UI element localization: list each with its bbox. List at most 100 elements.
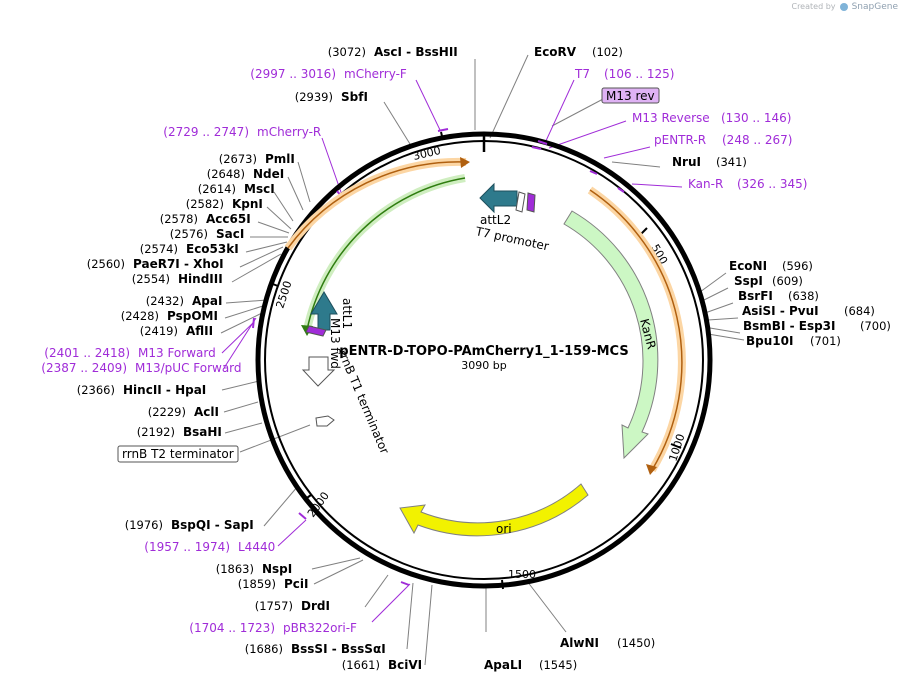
site-alwni-name[interactable]: AlwNI <box>560 636 599 650</box>
site-econi-name[interactable]: EcoNI <box>729 259 767 273</box>
site-paer7i-xhoi-name[interactable]: PaeR7I - XhoI <box>133 257 224 271</box>
site-acc65i-name[interactable]: Acc65I <box>206 212 251 226</box>
rrnb-t1-feature[interactable] <box>301 356 336 387</box>
primer-mcherry-r-name[interactable]: mCherry-R <box>257 125 321 139</box>
primer-m13-forward-name[interactable]: M13 Forward <box>138 346 216 360</box>
primer-pbr322ori-f-name[interactable]: pBR322ori-F <box>283 621 357 635</box>
primer-pbr322ori-f-range: (1704 .. 1723) <box>189 621 275 635</box>
orf-arc-right-line <box>589 189 683 471</box>
credit-prefix: Created by <box>791 2 836 11</box>
site-asci-bsshii-pos: (3072) <box>328 45 366 59</box>
tick-label-3000: 3000 <box>412 144 442 163</box>
site-apai-pos: (2432) <box>146 294 184 308</box>
site-asci-bsshii-name[interactable]: AscI - BssHII <box>374 45 458 59</box>
site-sspi-pos: (609) <box>772 274 803 288</box>
primer-kan-r-name[interactable]: Kan-R <box>688 177 723 191</box>
primer-kan-r-range: (326 .. 345) <box>737 177 807 191</box>
site-sspi-name[interactable]: SspI <box>734 274 763 288</box>
site-sbfi-name[interactable]: SbfI <box>341 90 368 104</box>
site-acli-name[interactable]: AclI <box>194 405 219 419</box>
m13-rev-box-label: M13 rev <box>606 89 655 103</box>
snapgene-logo-icon <box>840 2 849 11</box>
site-nspi-name[interactable]: NspI <box>262 562 292 576</box>
primer-pentr-r-range: (248 .. 267) <box>722 133 792 147</box>
site-bsssi-name[interactable]: BssSI - BssSαI <box>291 642 386 656</box>
t7-promoter-label: T7 promoter <box>473 224 550 253</box>
site-bsahi-name[interactable]: BsaHI <box>183 425 222 439</box>
left-leader-lines <box>220 59 476 666</box>
site-ndei-name[interactable]: NdeI <box>253 167 284 181</box>
site-alwni-pos: (1450) <box>617 636 655 650</box>
attl2-feature[interactable] <box>479 182 518 214</box>
site-ecorv-pos: (102) <box>592 45 623 59</box>
site-eco53ki-name[interactable]: Eco53kI <box>186 242 239 256</box>
site-bsmbi-esp3i-name[interactable]: BsmBI - Esp3I <box>743 319 835 333</box>
attl2-label: attL2 <box>480 213 511 227</box>
backbone-outer <box>255 131 713 589</box>
primer-t7-name[interactable]: T7 <box>574 67 590 81</box>
primer-m13-reverse-name[interactable]: M13 Reverse <box>632 111 710 125</box>
position-ticks <box>269 131 682 590</box>
m13-fwd-label: M13 fwd <box>328 318 342 369</box>
site-aflii-name[interactable]: AflII <box>186 324 213 338</box>
site-krui-name[interactable]: NruI <box>672 155 701 169</box>
left-site-labels: (3072) AscI - BssHII (2939) SbfI (2673) … <box>77 45 458 672</box>
site-drdi-pos: (1757) <box>255 599 293 613</box>
rrnb-t1-label: rrnB T1 terminator <box>335 348 392 456</box>
site-pmli-pos: (2673) <box>219 152 257 166</box>
site-bspqi-sapi-name[interactable]: BspQI - SapI <box>171 518 254 532</box>
credit: Created by SnapGene <box>791 2 898 12</box>
site-paer7i-xhoi-pos: (2560) <box>87 257 125 271</box>
right-site-labels: EcoRV (102) NruI (341) EcoNI (596) SspI … <box>484 45 891 672</box>
site-hincii-hpai-name[interactable]: HincII - HpaI <box>123 383 206 397</box>
site-bsrfi-name[interactable]: BsrFI <box>738 289 773 303</box>
primer-pentr-r-name[interactable]: pENTR-R <box>654 133 706 147</box>
site-hindiii-name[interactable]: HindIII <box>178 272 223 286</box>
site-nspi-pos: (1863) <box>216 562 254 576</box>
credit-brand: SnapGene <box>851 2 898 12</box>
site-msci-name[interactable]: MscI <box>244 182 275 196</box>
primer-mcherry-f-name[interactable]: mCherry-F <box>344 67 407 81</box>
site-aflii-pos: (2419) <box>140 324 178 338</box>
primer-m13-puc-forward-range: (2387 .. 2409) <box>41 361 127 375</box>
ori-feature[interactable] <box>399 483 589 537</box>
site-ndei-pos: (2648) <box>207 167 245 181</box>
rrnb-t2-box[interactable] <box>117 445 239 463</box>
site-hindiii-pos: (2554) <box>132 272 170 286</box>
site-pspomi-name[interactable]: PspOMI <box>167 309 218 323</box>
site-bcivi-pos: (1661) <box>342 658 380 672</box>
site-bcivi-name[interactable]: BciVI <box>388 658 422 672</box>
primer-t7-range: (106 .. 125) <box>604 67 674 81</box>
site-pcii-name[interactable]: PciI <box>284 577 309 591</box>
m13-rev-box[interactable] <box>601 87 660 104</box>
site-krui-pos: (341) <box>716 155 747 169</box>
site-apai-name[interactable]: ApaI <box>192 294 222 308</box>
t7-promoter-feature[interactable] <box>515 191 526 213</box>
rrnb-t2-feature[interactable] <box>315 415 335 427</box>
site-asisi-pvui-pos: (684) <box>844 304 875 318</box>
primer-m13-reverse-range: (130 .. 146) <box>721 111 791 125</box>
m13-rev-feature[interactable] <box>526 192 536 213</box>
plasmid-length: 3090 bp <box>461 359 506 372</box>
primer-l4440-range: (1957 .. 1974) <box>144 540 230 554</box>
attl1-label: attL1 <box>340 298 354 329</box>
site-drdi-name[interactable]: DrdI <box>301 599 330 613</box>
orf-right-arrowhead <box>646 464 657 475</box>
site-apali-name[interactable]: ApaLI <box>484 658 522 672</box>
site-kpni-name[interactable]: KpnI <box>232 197 263 211</box>
primer-l4440-name[interactable]: L4440 <box>238 540 275 554</box>
site-pmli-name[interactable]: PmlI <box>265 152 295 166</box>
site-bpu10i-name[interactable]: Bpu10I <box>746 334 793 348</box>
tick-label-2500: 2500 <box>273 279 294 310</box>
site-apali-pos: (1545) <box>539 658 577 672</box>
site-acc65i-pos: (2578) <box>160 212 198 226</box>
site-saci-name[interactable]: SacI <box>216 227 244 241</box>
site-ecorv-name[interactable]: EcoRV <box>534 45 577 59</box>
site-saci-pos: (2576) <box>170 227 208 241</box>
primer-mcherry-r-range: (2729 .. 2747) <box>163 125 249 139</box>
primer-m13-puc-forward-name[interactable]: M13/pUC Forward <box>135 361 242 375</box>
m13-fwd-feature[interactable] <box>305 325 327 337</box>
kanr-feature[interactable] <box>563 210 659 460</box>
site-asisi-pvui-name[interactable]: AsiSI - PvuI <box>742 304 819 318</box>
